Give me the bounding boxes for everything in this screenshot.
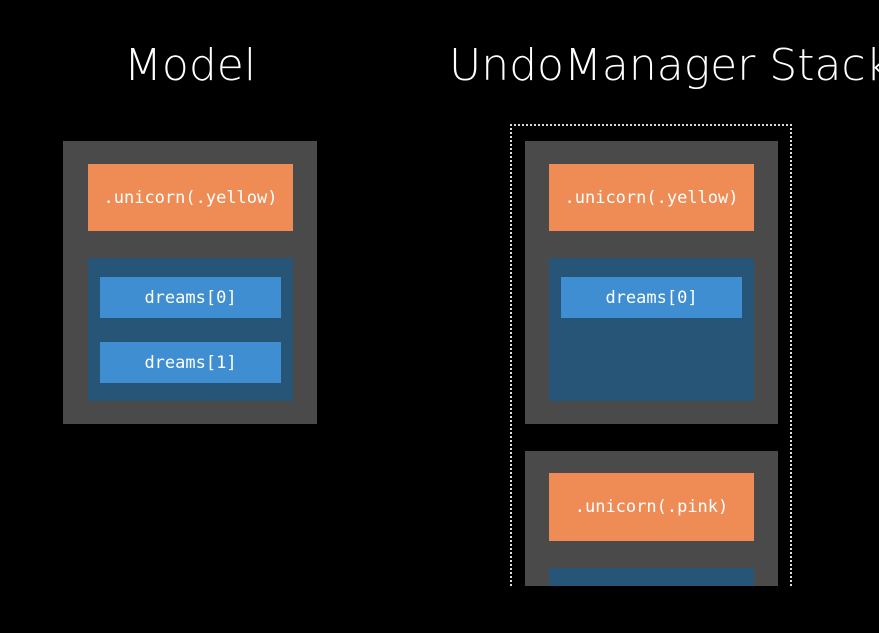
undo-entry-0-unicorn-box: .unicorn(.yellow) (549, 164, 754, 231)
undo-entry-0-dreams-area: dreams[0] (549, 258, 754, 401)
bottom-cutoff (490, 586, 810, 633)
model-state-box: .unicorn(.yellow) dreams[0] dreams[1] (63, 141, 317, 424)
model-dreams-area: dreams[0] dreams[1] (88, 258, 293, 401)
model-title: Model (123, 40, 257, 91)
model-dream-item-1: dreams[1] (100, 342, 281, 383)
model-dream-item-0: dreams[0] (100, 277, 281, 318)
undo-entry-0-dream-item-0: dreams[0] (561, 277, 742, 318)
undo-stack-frame (510, 124, 792, 594)
undo-entry-1-unicorn-box: .unicorn(.pink) (549, 473, 754, 541)
undo-stack-title: UndoManager Stack (449, 40, 879, 91)
undo-stack-entry-0: .unicorn(.yellow) dreams[0] (525, 141, 778, 424)
model-unicorn-box: .unicorn(.yellow) (88, 164, 293, 231)
undo-stack-entry-1: .unicorn(.pink) (525, 451, 778, 598)
